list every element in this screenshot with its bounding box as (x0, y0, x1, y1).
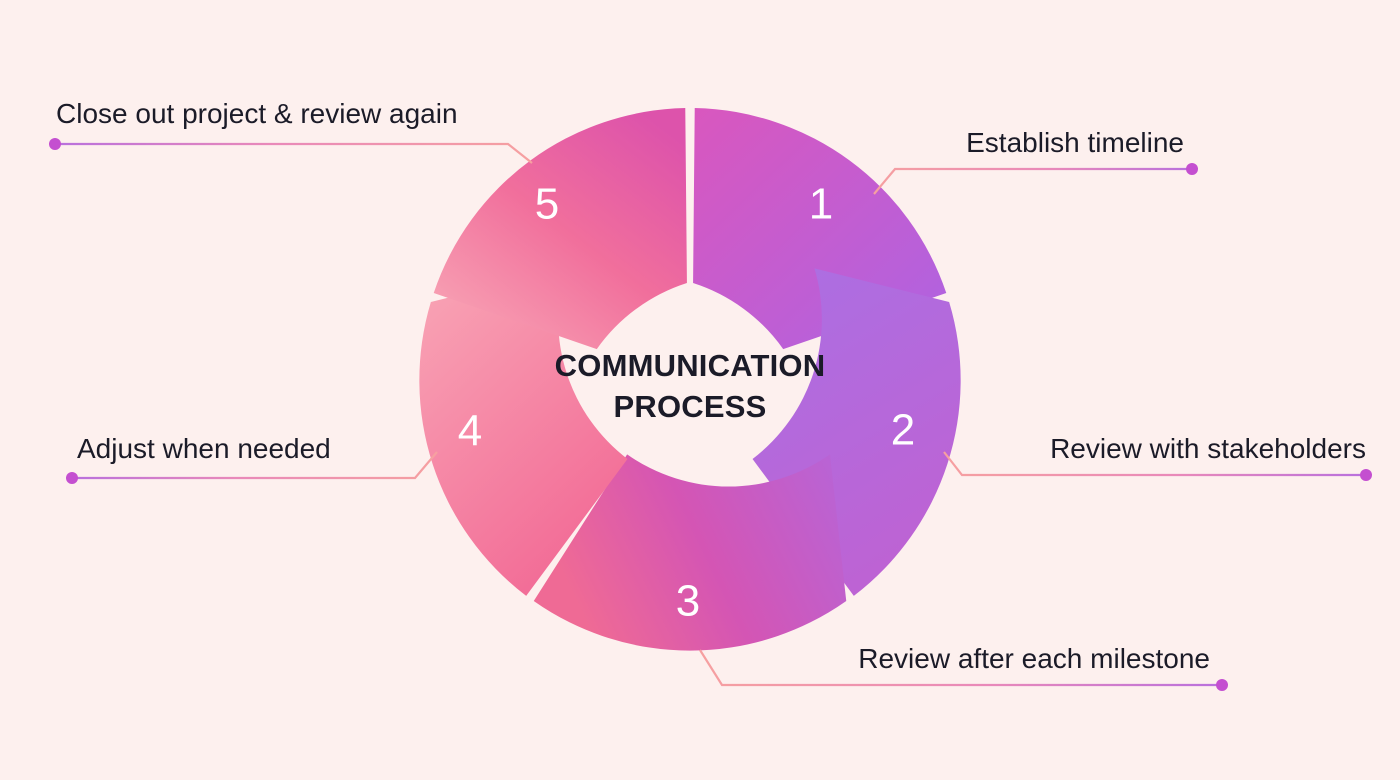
center-title: COMMUNICATION PROCESS (555, 348, 826, 424)
donut-segment-3[interactable] (533, 454, 847, 651)
callout-line-2 (943, 451, 1366, 477)
callout-dot-1[interactable] (1186, 163, 1198, 175)
callout-connectors (49, 138, 1372, 691)
callout-line-4 (72, 451, 438, 480)
callout-label-review-after-each-milestone: Review after each milestone (858, 643, 1210, 674)
callout-dot-5[interactable] (49, 138, 61, 150)
donut-segment-5[interactable] (433, 108, 687, 350)
donut-segment-4[interactable] (419, 268, 628, 596)
callout-dot-4[interactable] (66, 472, 78, 484)
callout-label-adjust-when-needed: Adjust when needed (77, 433, 331, 464)
callout-label-establish-timeline: Establish timeline (966, 127, 1184, 158)
segment-number-1: 1 (809, 180, 833, 229)
segment-number-3: 3 (676, 577, 700, 626)
callout-line-1 (873, 167, 1192, 195)
callout-line-3 (699, 649, 1222, 687)
segment-number-5: 5 (535, 180, 559, 229)
center-title-line-2: PROCESS (614, 389, 767, 424)
segment-number-4: 4 (458, 407, 482, 456)
callout-dot-2[interactable] (1360, 469, 1372, 481)
callout-label-review-with-stakeholders: Review with stakeholders (1050, 433, 1366, 464)
callout-label-close-out-project: Close out project & review again (56, 98, 458, 129)
donut-ring (419, 108, 961, 651)
callout-dot-3[interactable] (1216, 679, 1228, 691)
center-title-line-1: COMMUNICATION (555, 348, 826, 383)
callout-line-5 (55, 142, 533, 164)
segment-number-2: 2 (891, 406, 915, 455)
segment-numbers: 1 2 3 4 5 (458, 180, 915, 626)
